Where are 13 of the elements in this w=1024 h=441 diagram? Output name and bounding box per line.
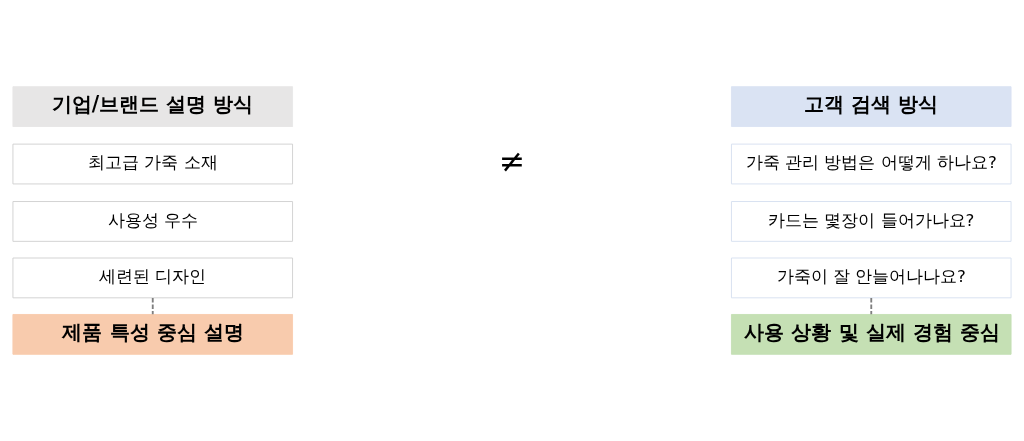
node-box: 카드는 몇장이 들어가나요?	[730, 201, 1012, 242]
node-box: 제품 특성 중심 설명	[12, 314, 294, 355]
node-box: 최고급 가죽 소재	[12, 143, 294, 185]
connector	[151, 297, 154, 316]
connector	[870, 297, 873, 316]
label: ≠	[498, 143, 526, 180]
node-box: 기업/브랜드 설명 방식	[12, 86, 294, 127]
node-box: 사용성 우수	[12, 201, 294, 242]
node-box: 사용 상황 및 실제 경험 중심	[730, 314, 1012, 355]
node-box: 세련된 디자인	[12, 257, 294, 299]
node-box: 가죽 관리 방법은 어떻게 하나요?	[730, 143, 1012, 185]
node-box: 가죽이 잘 안늘어나나요?	[730, 257, 1012, 299]
node-box: 고객 검색 방식	[730, 86, 1012, 127]
